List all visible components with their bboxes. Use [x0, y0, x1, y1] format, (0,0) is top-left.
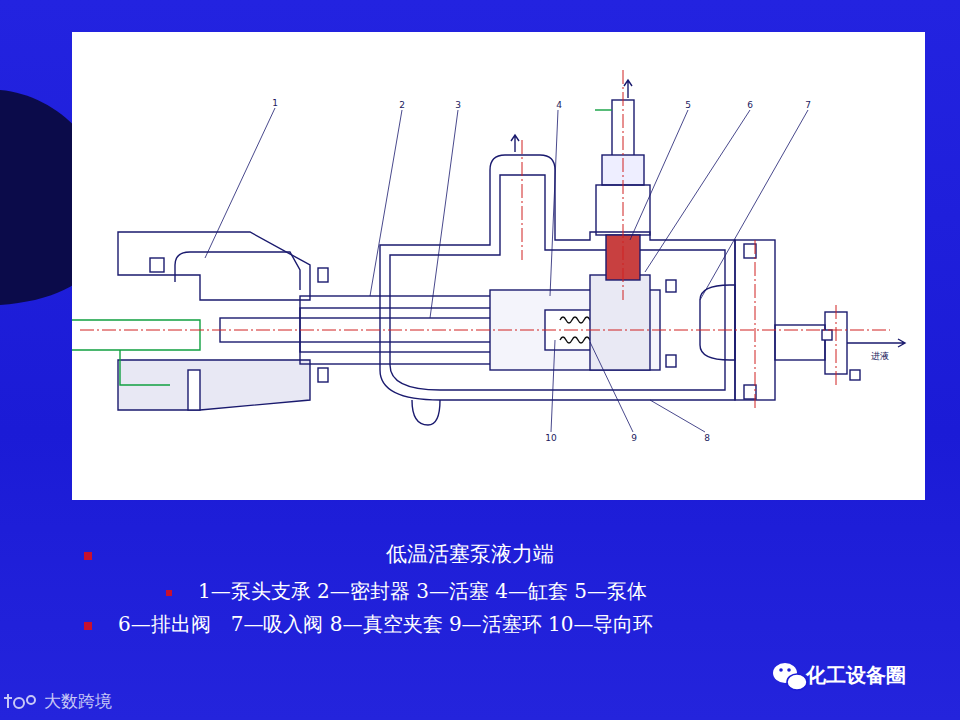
head-support [118, 232, 310, 300]
callout-number: 4 [555, 100, 563, 110]
legend-line: 6—排出阀 7—吸入阀 8—真空夹套 9—活塞环 10—导向环 [118, 611, 653, 638]
flow-label: 进液 [870, 350, 890, 363]
drawing-panel [72, 32, 925, 500]
watermark-logo [4, 694, 35, 708]
bullet [84, 552, 92, 560]
callout-number: 1 [271, 98, 279, 108]
wechat-icon [773, 663, 807, 690]
callout-number: 5 [684, 100, 692, 110]
bullet [84, 622, 92, 630]
watermark: 化工设备圈 [806, 662, 906, 689]
callout-number: 6 [746, 100, 754, 110]
callout-number: 7 [804, 100, 812, 110]
vacuum-jacket [380, 155, 735, 400]
callout-number: 10 [544, 433, 557, 443]
callout-number: 2 [398, 100, 406, 110]
legend-line: 1—泵头支承 2—密封器 3—活塞 4—缸套 5—泵体 [198, 578, 647, 605]
caption: 低温活塞泵液力端 [386, 540, 554, 568]
callout-number: 8 [703, 433, 711, 443]
callout-number: 3 [454, 100, 462, 110]
callout-number: 9 [630, 433, 638, 443]
watermark: 大数跨境 [44, 690, 112, 713]
bullet [166, 590, 172, 596]
